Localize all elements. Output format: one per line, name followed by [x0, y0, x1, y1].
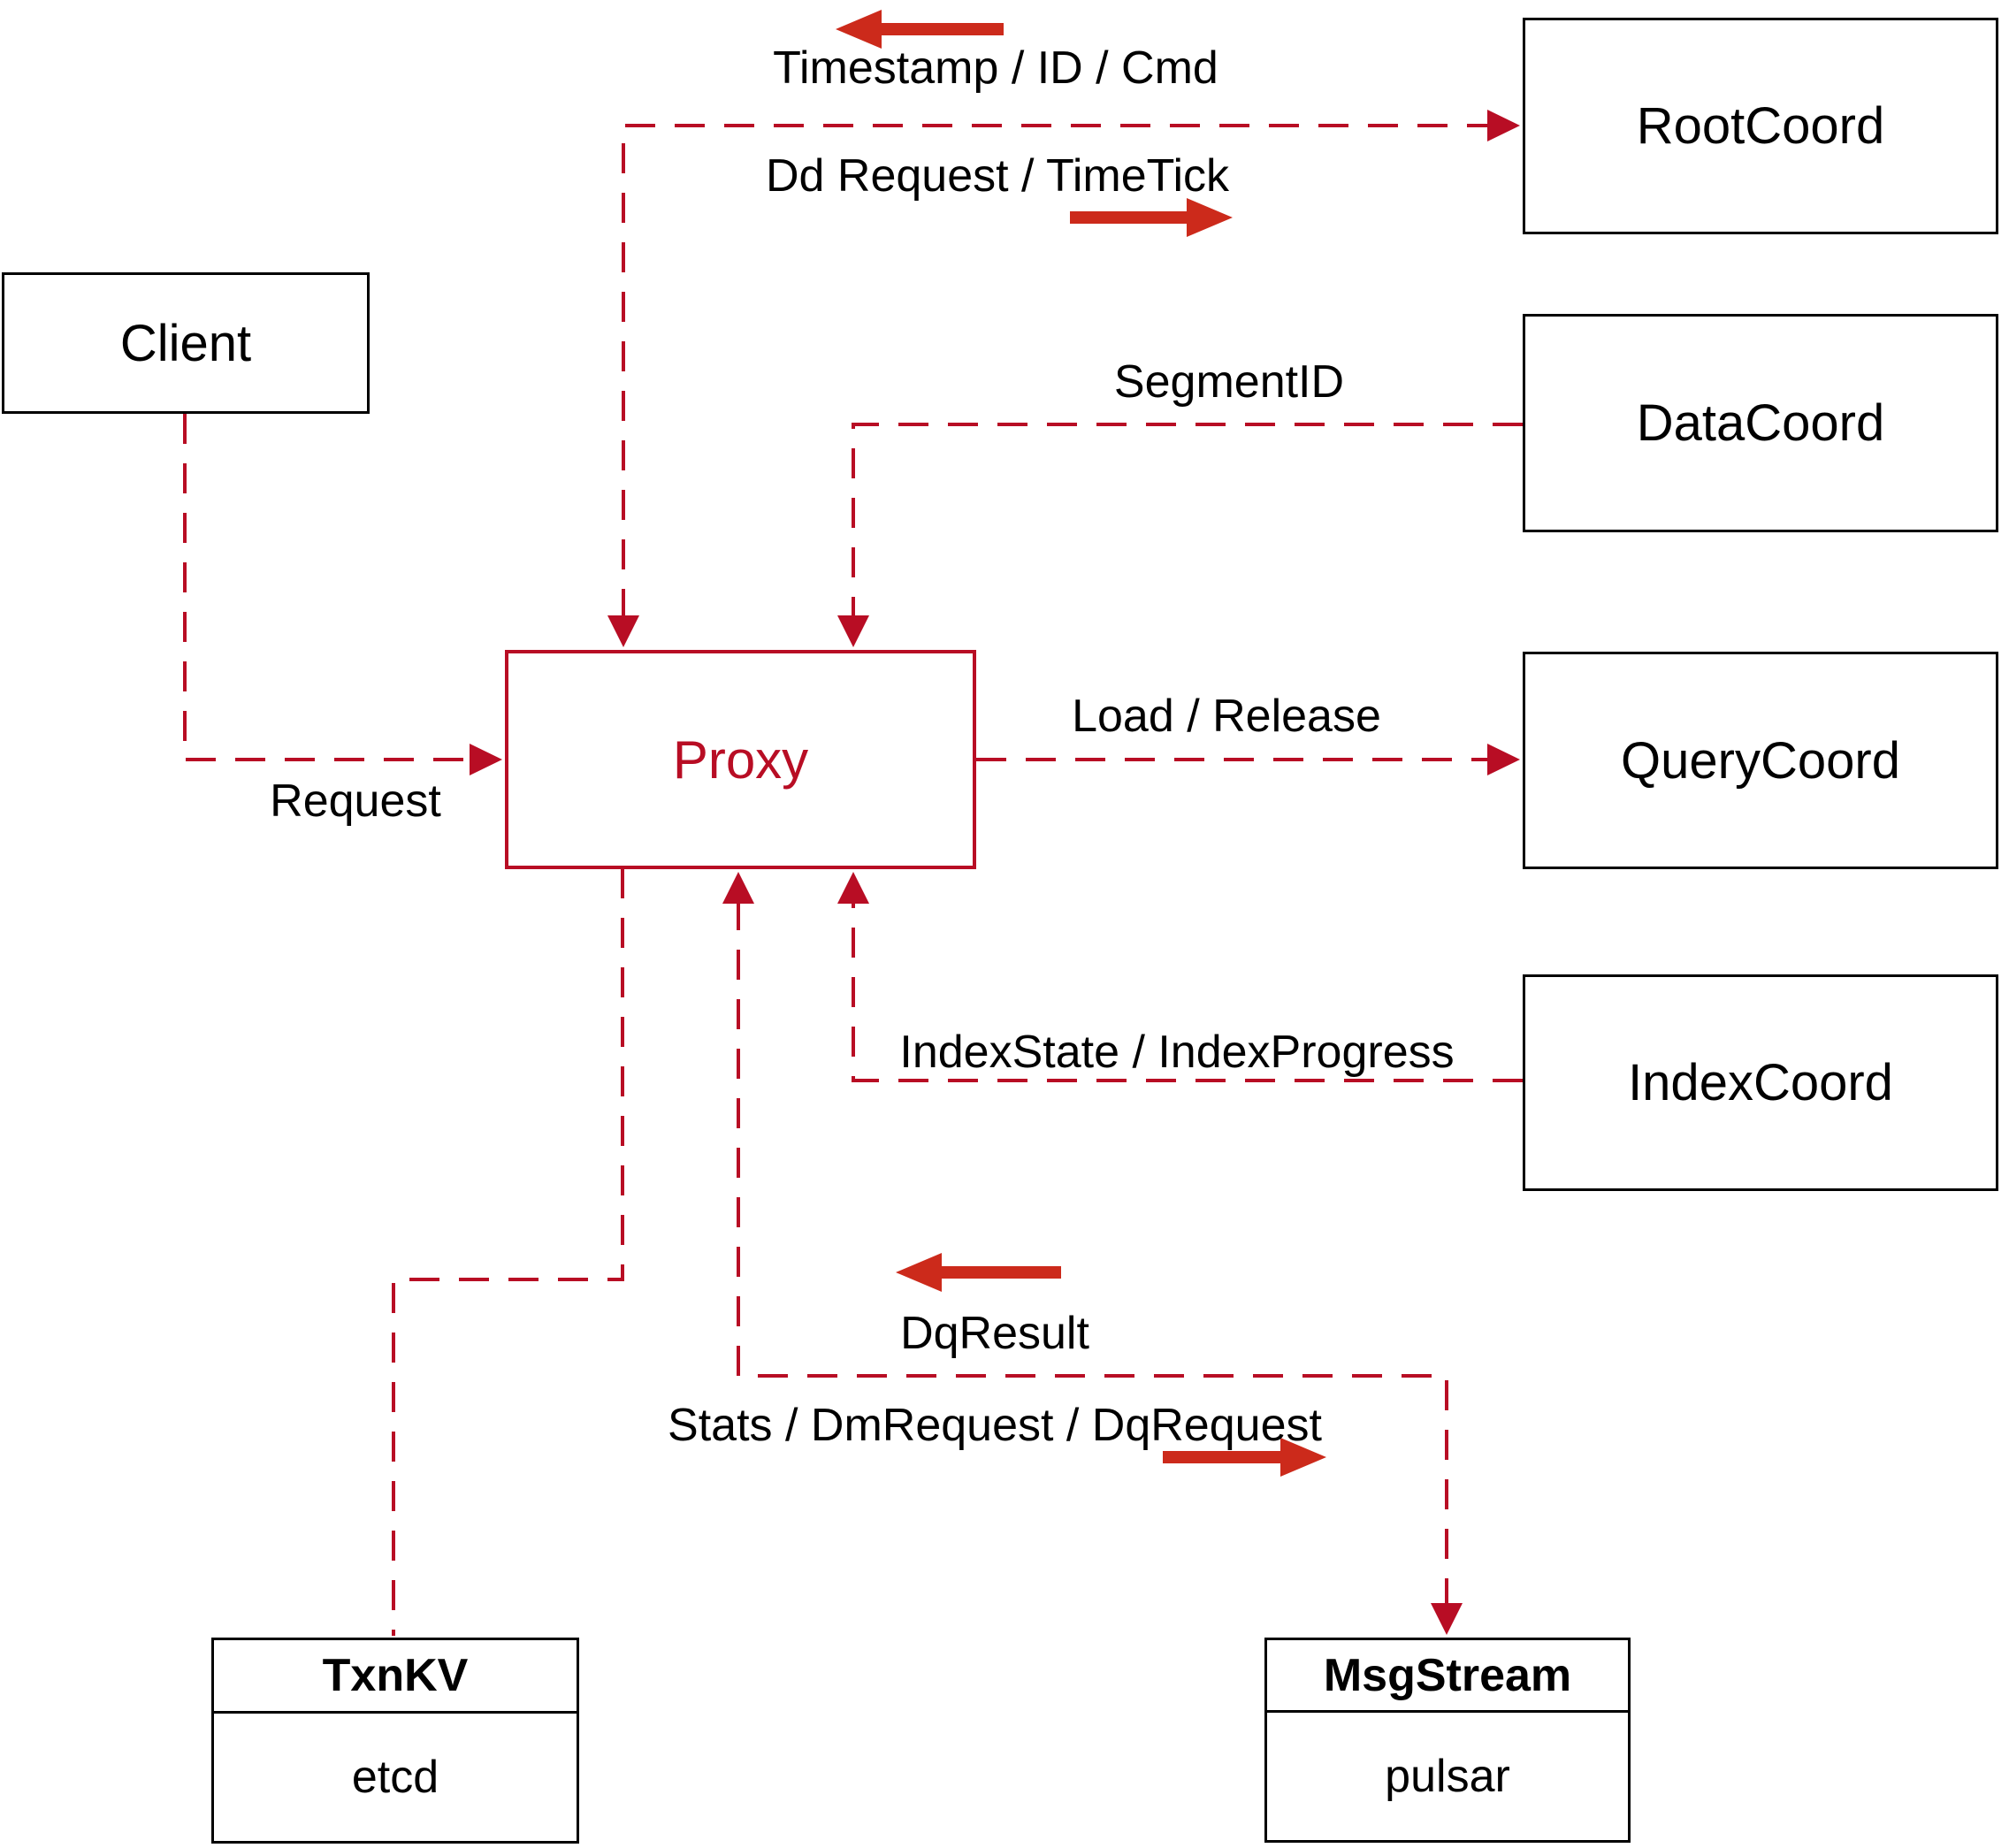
node-querycoord-label: QueryCoord: [1621, 731, 1900, 790]
connector-proxy-msgstream: [722, 872, 1463, 1635]
connector-client-proxy: [183, 414, 502, 775]
arrowhead-into-proxy-bottom-right-icon: [837, 872, 869, 904]
node-datacoord: DataCoord: [1523, 314, 1998, 532]
node-msgstream: MsgStream pulsar: [1264, 1638, 1631, 1843]
connector-proxy-querycoord: [976, 744, 1520, 775]
node-datacoord-label: DataCoord: [1636, 394, 1885, 452]
arrowhead-into-proxy-bottom-left-icon: [722, 872, 754, 904]
node-client-label: Client: [119, 314, 252, 372]
connector-indexcoord-proxy: [837, 872, 1523, 1082]
node-txnkv: TxnKV etcd: [211, 1638, 579, 1844]
arrowhead-into-msgstream-icon: [1431, 1603, 1463, 1635]
node-txnkv-title: TxnKV: [214, 1640, 577, 1714]
edge-label-index-state-index-progress: IndexState / IndexProgress: [899, 1027, 1455, 1078]
arrowhead-into-rootcoord-icon: [1487, 110, 1520, 141]
node-client: Client: [2, 272, 370, 414]
node-rootcoord-label: RootCoord: [1636, 97, 1885, 155]
dq-result-direction-left-arrow-icon: [896, 1253, 1061, 1292]
arrowhead-into-proxy-top-left-icon: [607, 615, 639, 647]
node-proxy: Proxy: [505, 650, 976, 869]
edge-label-stats-dm-request-dq-request: Stats / DmRequest / DqRequest: [668, 1400, 1322, 1451]
timestamp-direction-left-arrow-icon: [836, 10, 1004, 49]
connector-proxy-txnkv: [392, 868, 624, 1636]
connector-datacoord-proxy: [837, 423, 1523, 647]
dd-request-direction-right-arrow-icon: [1070, 198, 1233, 237]
arrowhead-into-proxy-top-right-icon: [837, 615, 869, 647]
node-msgstream-title: MsgStream: [1267, 1640, 1628, 1713]
node-indexcoord: IndexCoord: [1523, 974, 1998, 1191]
node-querycoord: QueryCoord: [1523, 652, 1998, 869]
arrowhead-into-proxy-left-icon: [470, 744, 502, 775]
node-rootcoord: RootCoord: [1523, 18, 1998, 234]
node-txnkv-impl: etcd: [351, 1752, 439, 1803]
edge-label-dd-request-timetick: Dd Request / TimeTick: [765, 150, 1230, 202]
node-indexcoord-label: IndexCoord: [1628, 1054, 1893, 1111]
edge-label-request: Request: [270, 775, 441, 827]
arrowhead-into-querycoord-icon: [1487, 744, 1520, 775]
node-msgstream-impl: pulsar: [1385, 1751, 1510, 1802]
edge-label-segment-id: SegmentID: [1113, 356, 1345, 408]
node-proxy-label: Proxy: [672, 729, 809, 790]
connector-proxy-rootcoord: [607, 110, 1520, 647]
edge-label-timestamp-id-cmd: Timestamp / ID / Cmd: [773, 42, 1218, 94]
stats-direction-right-arrow-icon: [1163, 1438, 1326, 1477]
edge-label-dq-result: DqResult: [900, 1308, 1089, 1359]
edge-label-load-release: Load / Release: [1072, 691, 1381, 742]
